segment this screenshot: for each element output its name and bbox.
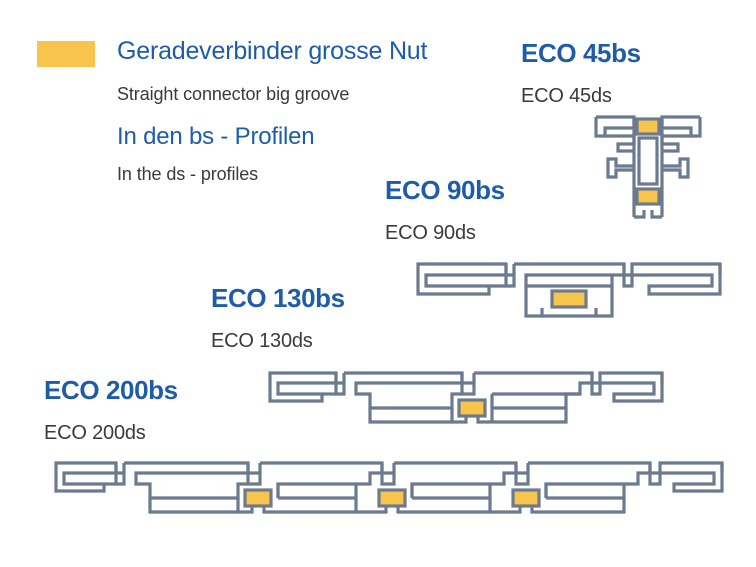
profile-subtitle-eco-45: ECO 45ds (521, 85, 612, 107)
profile-drawing-eco-130 (268, 371, 664, 424)
legend-title-de: Geradeverbinder grosse Nut (117, 37, 428, 65)
profile-drawing-eco-45 (594, 115, 702, 219)
legend-title-en: Straight connector big groove (117, 84, 350, 104)
legend-color-swatch (37, 41, 95, 67)
profile-title-eco-200: ECO 200bs (44, 375, 178, 405)
profile-subtitle-eco-130: ECO 130ds (211, 330, 313, 352)
profile-subtitle-eco-200: ECO 200ds (44, 422, 146, 444)
profile-subtitle-eco-90: ECO 90ds (385, 222, 476, 244)
profile-title-eco-45: ECO 45bs (521, 38, 641, 68)
legend-context-en: In the ds - profiles (117, 164, 259, 184)
legend-context-de: In den bs - Profilen (117, 123, 315, 150)
profile-drawing-eco-90 (416, 262, 722, 318)
profile-drawing-eco-200 (54, 461, 724, 514)
profile-title-eco-130: ECO 130bs (211, 283, 345, 313)
profile-title-eco-90: ECO 90bs (385, 175, 505, 205)
